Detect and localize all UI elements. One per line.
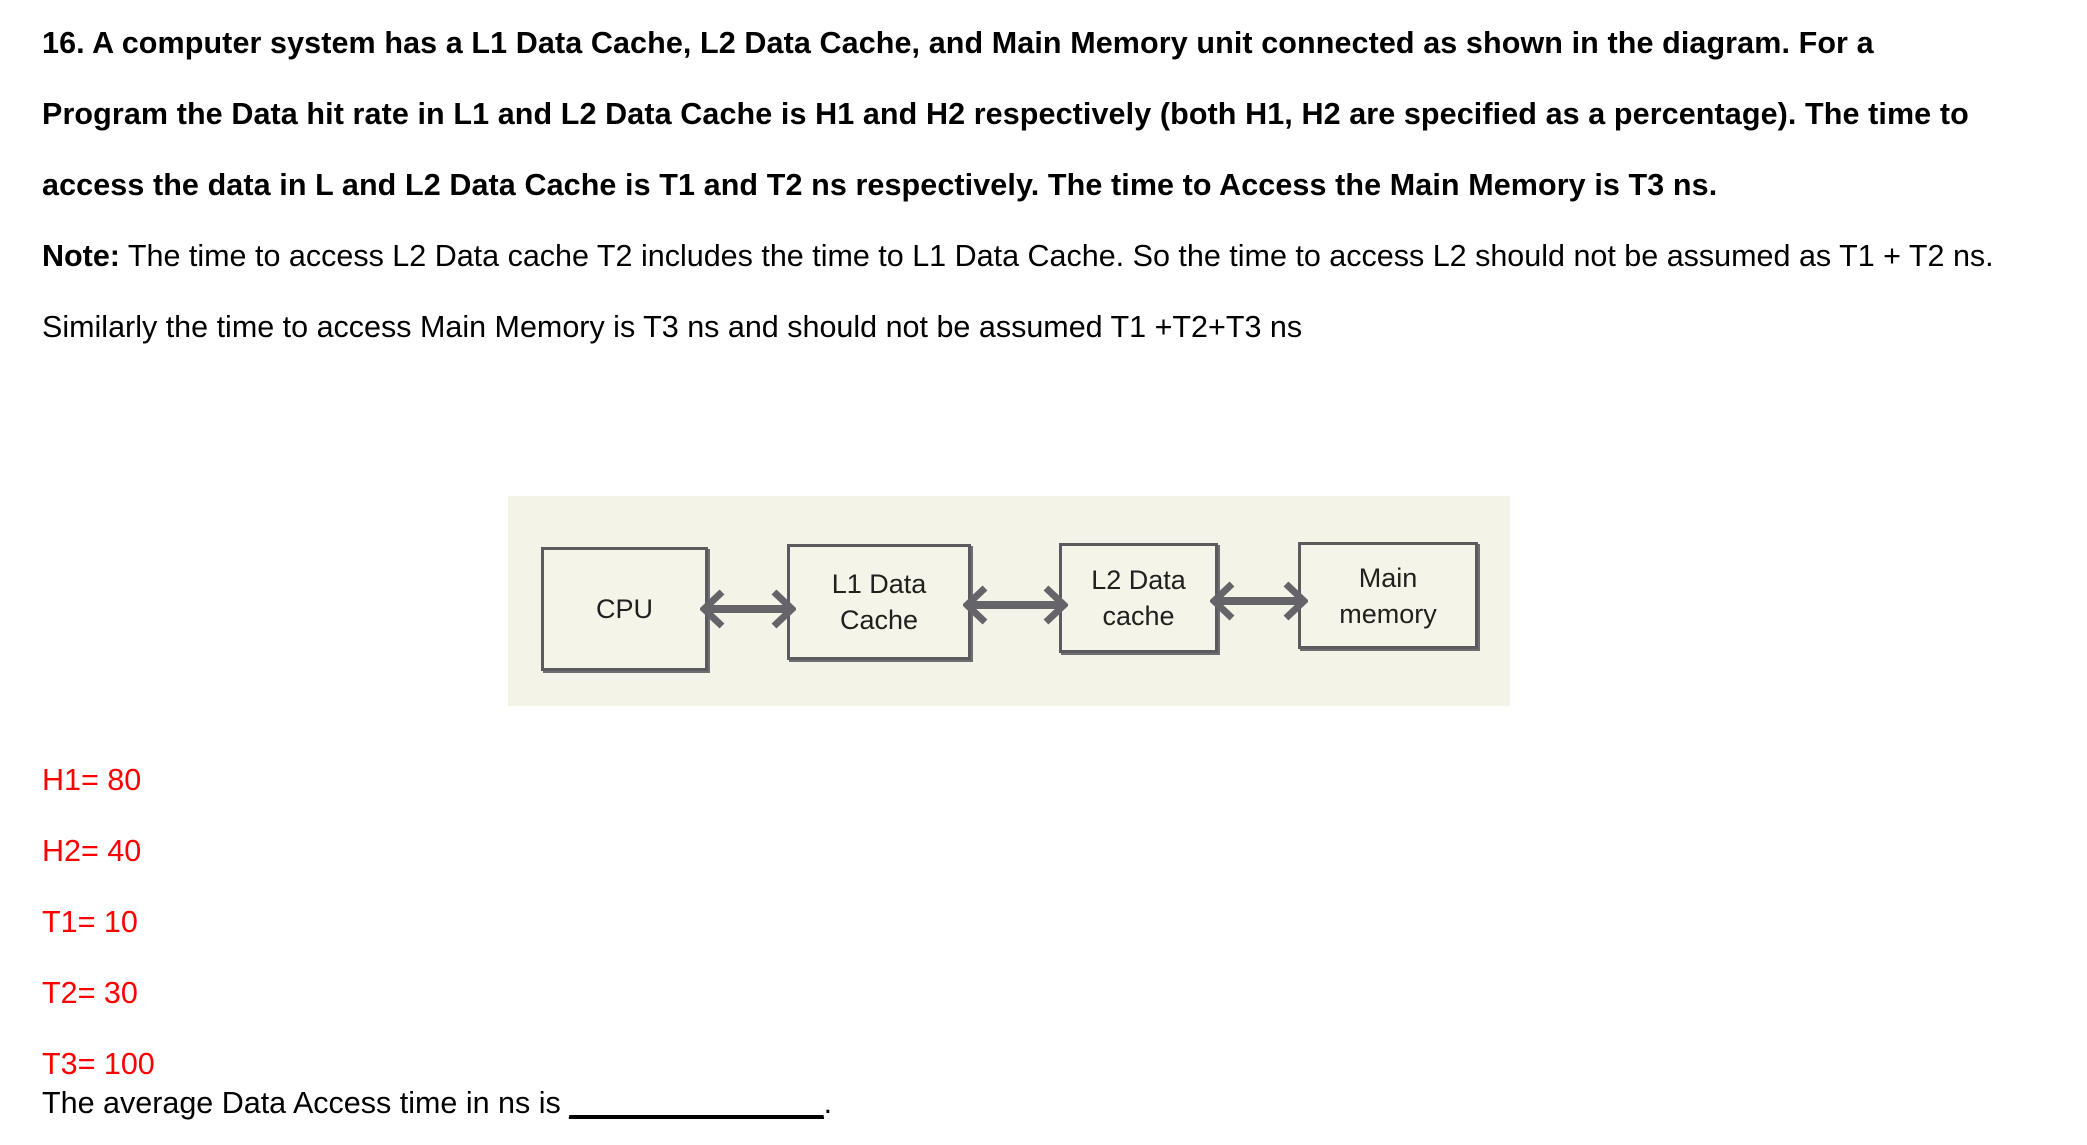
- answer-prompt: The average Data Access time in ns is __…: [42, 1068, 832, 1139]
- diagram-box-mm-label-line2: memory: [1339, 598, 1437, 629]
- parameter-h2: H2= 40: [42, 834, 142, 868]
- answer-prompt-text: The average Data Access time in ns is: [42, 1086, 570, 1120]
- diagram-box-l2-label: L2 Data cache: [1091, 562, 1186, 634]
- diagram-box-l1-label-line2: Cache: [839, 605, 919, 635]
- diagram-box-mm-label: Main memory: [1339, 560, 1437, 632]
- question-text-block: 16. A computer system has a L1 Data Cach…: [42, 8, 2002, 363]
- diagram-box-l2-label-line2: cache: [1102, 601, 1175, 631]
- parameter-t2: T2= 30: [42, 976, 138, 1010]
- diagram-box-l1-label-line1: L1 Data: [831, 569, 927, 599]
- double-arrow-icon-l2-mm: [1210, 574, 1308, 628]
- question-statement: 16. A computer system has a L1 Data Cach…: [42, 26, 1969, 202]
- parameter-values-list: H1= 80 H2= 40 T1= 10 T2= 30 T3= 100: [42, 745, 742, 1100]
- question-note: Note: The time to access L2 Data cache T…: [42, 221, 2002, 363]
- diagram-box-mm-label-line1: Main: [1358, 562, 1418, 593]
- diagram-box-cpu-label: CPU: [595, 594, 653, 624]
- diagram-box-l2-data-cache: L2 Data cache: [1059, 543, 1218, 653]
- double-arrow-icon-cpu-l1: [700, 582, 796, 636]
- note-body: The time to access L2 Data cache T2 incl…: [42, 239, 1994, 344]
- parameter-h1: H1= 80: [42, 763, 142, 797]
- parameter-t3: T3= 100: [42, 1047, 155, 1081]
- note-label: Note:: [42, 239, 120, 273]
- diagram-box-cpu: CPU: [541, 547, 708, 671]
- diagram-box-l2-label-line1: L2 Data: [1091, 565, 1186, 595]
- diagram-box-main-memory: Main memory: [1298, 542, 1478, 649]
- answer-period: .: [823, 1086, 833, 1120]
- answer-blank-field[interactable]: _______________: [569, 1086, 824, 1120]
- double-arrow-icon-l1-l2: [963, 578, 1068, 632]
- parameter-t1: T1= 10: [42, 905, 138, 939]
